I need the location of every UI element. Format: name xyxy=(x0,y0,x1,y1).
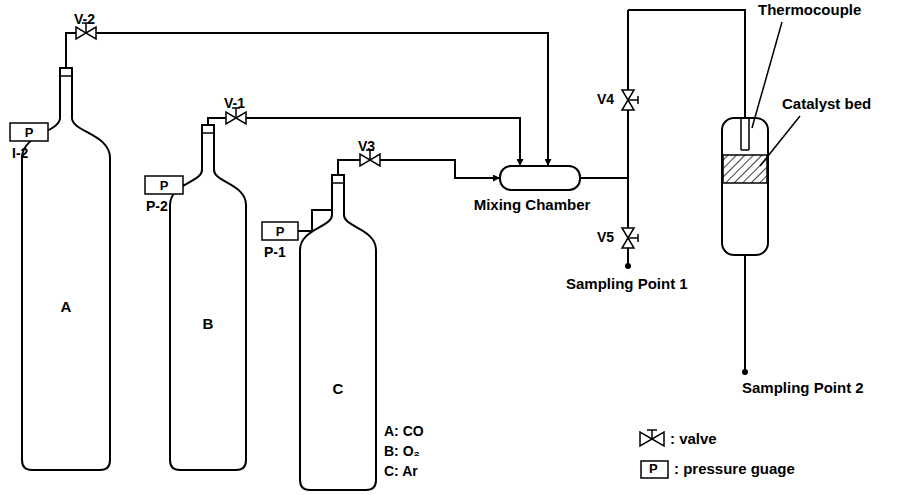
cylinder-letter: C xyxy=(333,380,344,397)
gas-key: A: CO xyxy=(384,424,424,439)
cylinder-letter: A xyxy=(61,298,72,315)
gas-line xyxy=(208,118,520,166)
gas-cylinder: C xyxy=(300,175,376,490)
chamber-label: Mixing Chamber xyxy=(474,196,591,213)
leader-line xyxy=(760,116,800,166)
reactor-feed-pipe xyxy=(628,10,745,118)
reactor-outlet-pipe xyxy=(744,255,746,370)
gas-key: C: Ar xyxy=(384,464,418,479)
leader-line xyxy=(752,22,782,128)
gauge-symbol xyxy=(641,461,668,478)
legend-text: : valve xyxy=(670,430,717,447)
valve-symbol xyxy=(647,430,657,439)
pressure-gauge: P xyxy=(10,123,48,141)
cylinder-letter: B xyxy=(203,315,214,332)
sampling-dot xyxy=(625,263,631,269)
legend-entry: : pressure guage xyxy=(674,461,795,478)
thermocouple xyxy=(741,119,749,150)
gauge-label: P-1 xyxy=(264,245,286,260)
valve-label: V4 xyxy=(597,92,614,107)
outlet-pipe xyxy=(580,177,628,179)
reactor-tube xyxy=(722,118,768,255)
valve-label: V3 xyxy=(358,139,375,154)
valve-symbol xyxy=(622,90,638,110)
manifold-pipe xyxy=(627,10,629,264)
valve-label: V5 xyxy=(597,230,614,245)
pressure-gauge: P xyxy=(145,176,183,194)
sampling-dot xyxy=(742,369,748,375)
sampling-label: Sampling Point 1 xyxy=(566,276,688,293)
gauge-label: I-2 xyxy=(12,146,28,161)
gas-key: B: O₂ xyxy=(384,444,420,459)
valve-label: V-1 xyxy=(224,96,245,111)
part-label: Catalyst bed xyxy=(782,96,871,113)
gauge-letter: P xyxy=(160,178,169,193)
legend-text: : pressure guage xyxy=(674,460,795,477)
valve-label: V-2 xyxy=(74,12,95,27)
pressure-gauge: P xyxy=(262,222,298,240)
legend-entry: : valve xyxy=(670,431,717,448)
node-outline xyxy=(500,166,580,190)
valve-symbol xyxy=(622,228,638,248)
mixing-chamber: Mixing Chamber xyxy=(500,166,580,190)
node-outline xyxy=(300,175,376,490)
gauge-label: P-2 xyxy=(146,199,168,214)
gauge-letter: P xyxy=(25,125,34,140)
catalyst-bed xyxy=(723,155,767,183)
part-label: Thermocouple xyxy=(758,2,861,19)
gas-line xyxy=(66,33,548,166)
gauge-letter: P xyxy=(276,224,285,239)
sampling-label: Sampling Point 2 xyxy=(742,380,864,397)
gauge-letter: P xyxy=(649,462,658,476)
